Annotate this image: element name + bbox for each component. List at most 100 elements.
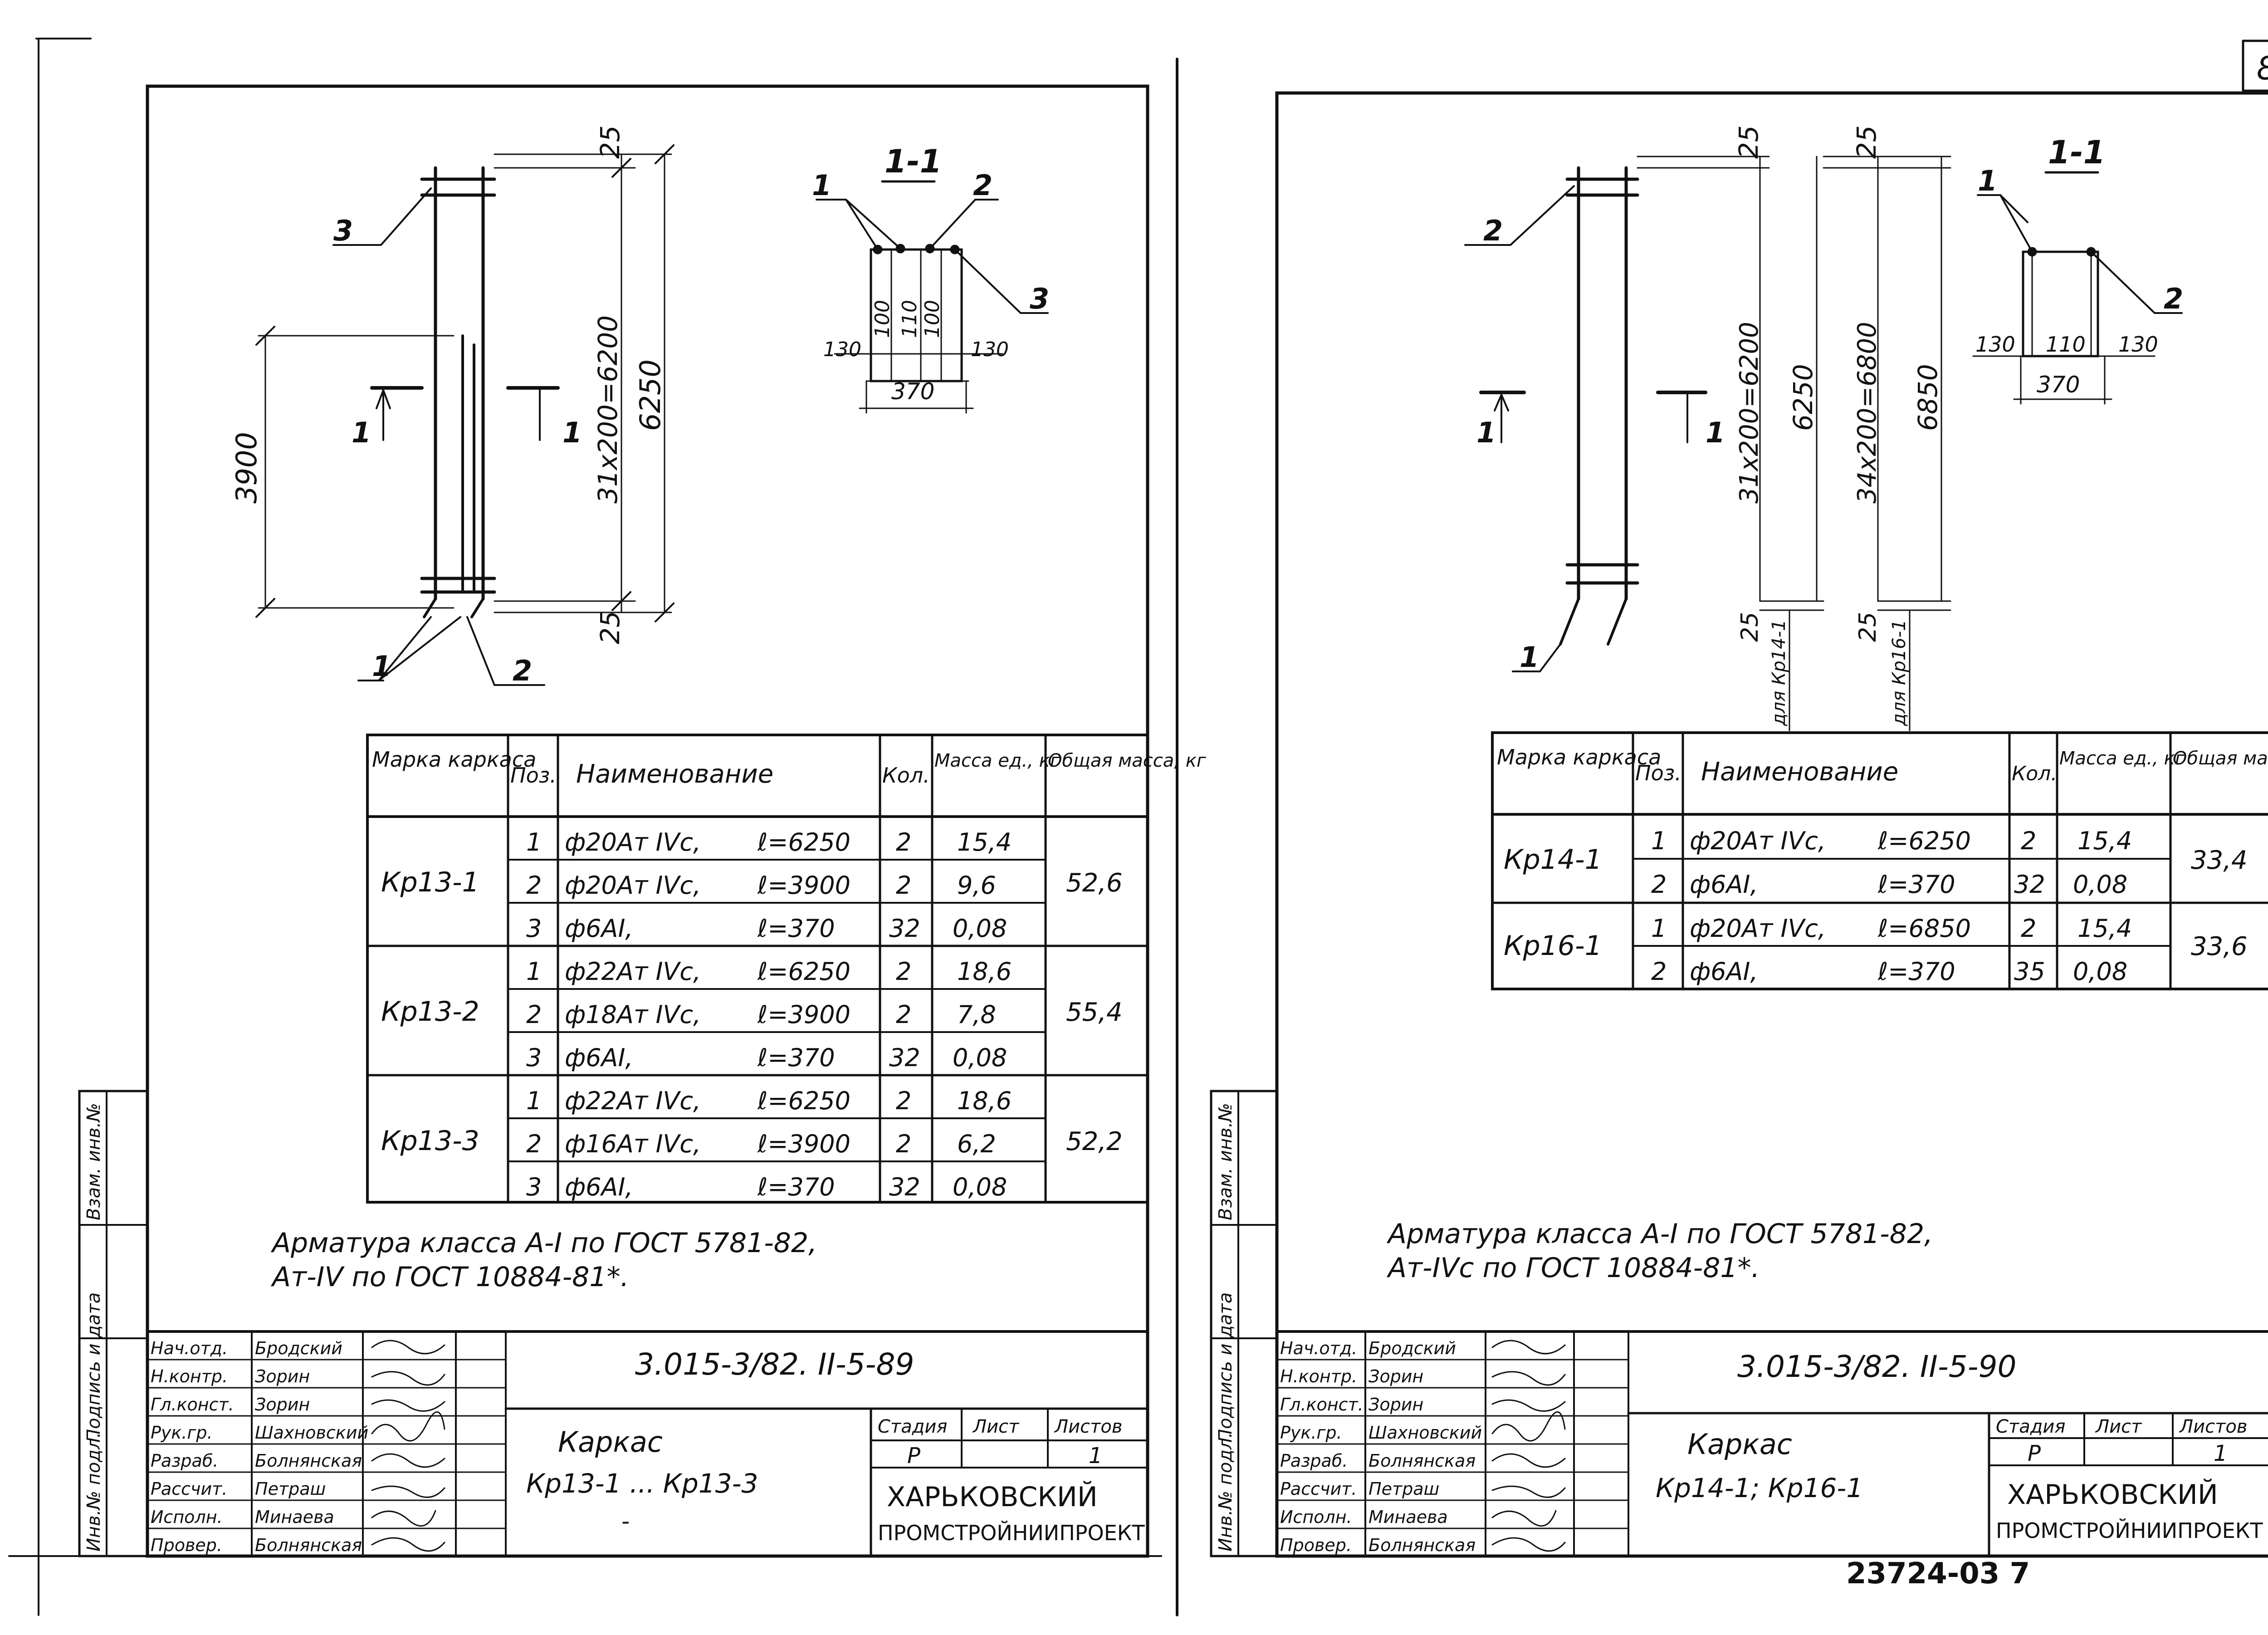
svg-text:ℓ=6250: ℓ=6250 [757, 957, 850, 986]
section-title: 1-1 [2048, 134, 2105, 171]
svg-text:Лист: Лист [2095, 1416, 2142, 1437]
org-name-2: ПРОМСТРОЙНИИПРОЕКТ [1996, 1518, 2263, 1543]
doc-title-2: Кр13-1 ... Кр13-3 [526, 1468, 758, 1499]
svg-text:для Кр14-1: для Кр14-1 [1769, 619, 1789, 726]
svg-text:2: 2 [2164, 282, 2183, 315]
svg-text:3: 3 [1030, 282, 1049, 315]
svg-text:Ат-IVс по ГОСТ 10884-81*.: Ат-IVс по ГОСТ 10884-81*. [1386, 1252, 1760, 1284]
svg-text:3: 3 [526, 1043, 542, 1072]
org-name-1: ХАРЬКОВСКИЙ [887, 1480, 1098, 1513]
sheets-total: 1 [2214, 1441, 2228, 1466]
svg-text:1: 1 [526, 828, 542, 857]
svg-text:0,08: 0,08 [2073, 870, 2127, 899]
title-block: Нач.отд. Бродский Н.контр. Зорин Гл.конс… [146, 1330, 1149, 1557]
svg-text:130: 130 [1975, 332, 2015, 357]
leader-pos3: 3 [332, 187, 432, 247]
th-unit-mass: Масса ед., кг [2059, 748, 2185, 769]
cell-total: 33,4 [2191, 846, 2248, 875]
dim-25-bottom: 25 [595, 611, 626, 644]
svg-text:ℓ=3900: ℓ=3900 [757, 1130, 850, 1158]
svg-text:ф18Ат IVс,: ф18Ат IVс, [565, 1000, 701, 1029]
svg-text:ℓ=370: ℓ=370 [757, 914, 835, 943]
section-1-1: 1-1 1 2 130 110 130 370 [1972, 134, 2183, 405]
svg-text:Бродский: Бродский [1369, 1338, 1456, 1358]
svg-text:18,6: 18,6 [957, 957, 1012, 986]
svg-text:ℓ=370: ℓ=370 [757, 1173, 835, 1201]
dim-25-top: 25 [595, 125, 626, 159]
cell-mark: Кр13-3 [381, 1125, 479, 1157]
svg-text:ф6АI,: ф6АI, [565, 1173, 633, 1201]
svg-text:Рук.гр.: Рук.гр. [1280, 1423, 1342, 1443]
svg-text:3: 3 [526, 914, 542, 943]
sheets-total: 1 [1089, 1443, 1103, 1469]
svg-text:1: 1 [1978, 164, 1997, 197]
svg-text:Шахновский: Шахновский [1369, 1423, 1482, 1443]
svg-text:2: 2 [896, 828, 911, 857]
cell-mark: Кр16-1 [1504, 930, 1602, 962]
svg-text:1: 1 [562, 416, 582, 449]
svg-text:Рассчит.: Рассчит. [151, 1479, 227, 1499]
svg-text:2: 2 [526, 1000, 542, 1029]
svg-text:Петраш: Петраш [255, 1479, 326, 1499]
svg-text:Петраш: Петраш [1369, 1479, 1439, 1499]
cell-mark: Кр14-1 [1504, 844, 1602, 876]
svg-text:Ат-IV по ГОСТ 10884-81*.: Ат-IV по ГОСТ 10884-81*. [270, 1261, 629, 1293]
svg-text:ℓ=6250: ℓ=6250 [757, 1087, 850, 1115]
svg-text:32: 32 [889, 914, 920, 943]
stamp-replaced-inv: Взам. инв.№ [1215, 1103, 1236, 1220]
svg-text:для Кр16-1: для Кр16-1 [1889, 619, 1910, 726]
stamp-signature-date: Подпись и дата [1215, 1292, 1236, 1443]
org-name-1: ХАРЬКОВСКИЙ [2007, 1478, 2218, 1511]
svg-text:ф20Ат IVс,: ф20Ат IVс, [1690, 914, 1826, 943]
svg-text:Лист: Лист [972, 1416, 1020, 1437]
cell-total: 52,6 [1066, 868, 1123, 898]
svg-text:0,08: 0,08 [2073, 957, 2127, 986]
svg-text:110: 110 [898, 300, 921, 338]
svg-text:Гл.конст.: Гл.конст. [1280, 1395, 1364, 1415]
th-unit-mass: Масса ед., кг [934, 750, 1060, 771]
svg-text:6,2: 6,2 [957, 1130, 996, 1158]
th-pos: Поз. [1635, 761, 1681, 785]
svg-text:2: 2 [526, 1130, 542, 1158]
svg-text:ф6АI,: ф6АI, [565, 1043, 633, 1072]
dim-spacing: 31x200=6200 [592, 315, 623, 504]
svg-text:Зорин: Зорин [1369, 1366, 1423, 1386]
svg-text:2: 2 [2021, 914, 2036, 943]
svg-text:2: 2 [896, 957, 911, 986]
stamp-signature-date: Подпись и дата [83, 1292, 104, 1443]
svg-text:25: 25 [1854, 612, 1882, 642]
svg-text:ℓ=3900: ℓ=3900 [757, 1000, 850, 1029]
svg-text:15,4: 15,4 [957, 828, 1012, 857]
page-number-box: 85 [2242, 39, 2268, 92]
stamp-replaced-inv: Взам. инв.№ [83, 1103, 104, 1220]
section-cut-left: 1 [1476, 391, 1526, 449]
th-total-mass: Общая масса, кг [2173, 748, 2268, 769]
cell-total: 33,6 [2191, 932, 2248, 961]
cell-total: 52,2 [1066, 1127, 1123, 1156]
svg-text:-: - [621, 1508, 630, 1534]
svg-text:Листов: Листов [1054, 1416, 1122, 1437]
doc-title-1: Каркас [558, 1425, 663, 1459]
svg-text:Рук.гр.: Рук.гр. [151, 1423, 213, 1443]
svg-text:ф6АI,: ф6АI, [1690, 957, 1758, 986]
svg-text:Провер.: Провер. [151, 1535, 222, 1555]
general-note: Арматура класса А-I по ГОСТ 5781-82, Ат-… [270, 1227, 817, 1293]
side-stamp: Инв.№ подл. Подпись и дата Взам. инв.№ [78, 1090, 149, 1557]
svg-text:15,4: 15,4 [2077, 914, 2132, 943]
svg-text:ф16Ат IVс,: ф16Ат IVс, [565, 1130, 701, 1158]
th-total-mass: Общая масса, кг [1048, 750, 1207, 771]
svg-text:100: 100 [921, 300, 944, 338]
svg-text:32: 32 [2014, 870, 2045, 899]
svg-text:ф6АI,: ф6АI, [1690, 870, 1758, 899]
svg-text:Болнянская: Болнянская [1369, 1451, 1476, 1471]
specification-table: Марка каркаса Поз. Наименование Кол. Мас… [1491, 731, 2268, 990]
th-qty: Кол. [2012, 762, 2057, 785]
svg-text:25: 25 [1851, 125, 1882, 159]
svg-text:Арматура класса А-I по ГОСТ 57: Арматура класса А-I по ГОСТ 5781-82, [270, 1227, 817, 1259]
footer-code: 23724-03 7 [1846, 1557, 2030, 1591]
section-cut-right: 1 [506, 386, 582, 449]
side-stamp: Инв.№ подл. Подпись и дата Взам. инв.№ [1210, 1090, 1278, 1557]
svg-text:1: 1 [1651, 827, 1667, 855]
svg-text:Разраб.: Разраб. [1280, 1451, 1348, 1471]
